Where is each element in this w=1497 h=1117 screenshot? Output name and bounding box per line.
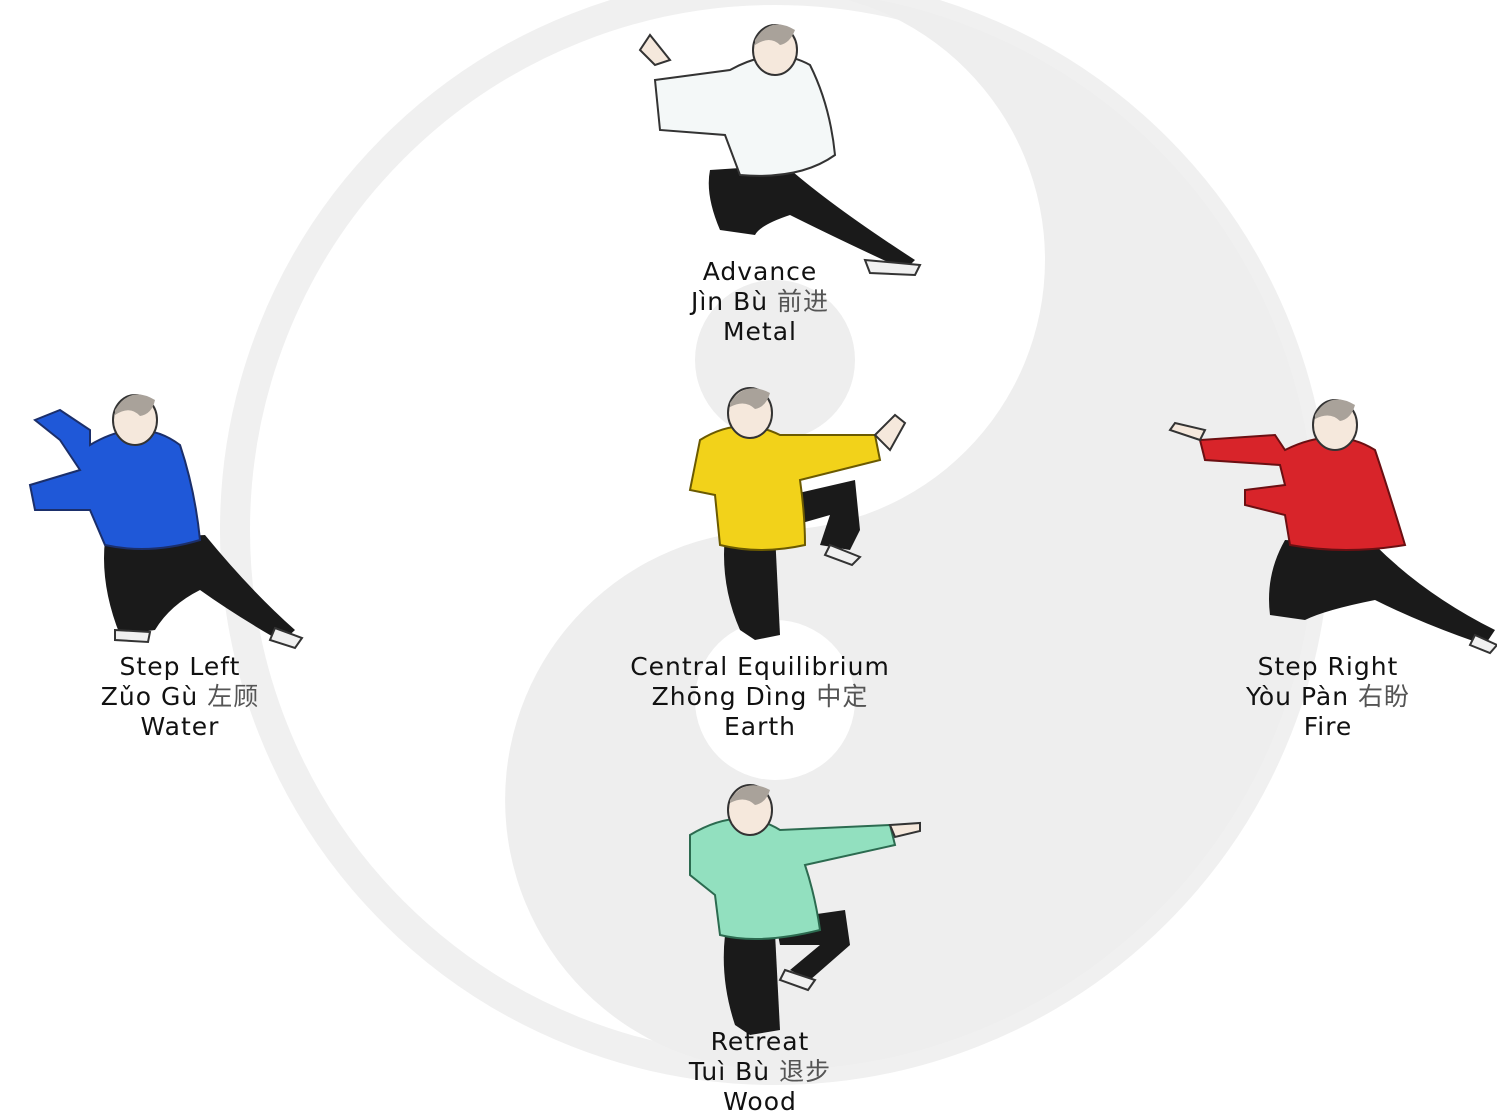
hand: [888, 821, 921, 839]
shoe: [863, 258, 922, 277]
figure-retreat: [689, 784, 921, 1035]
figure-central: [688, 387, 907, 640]
hair: [730, 388, 770, 409]
figure-step-left: [28, 394, 304, 650]
knee: [790, 480, 860, 550]
shoe-left: [114, 628, 152, 644]
hair: [755, 24, 795, 45]
stance-element: Wood: [723, 1087, 797, 1116]
stance-element: Water: [140, 712, 220, 741]
caption-retreat: Retreat Tuì Bù 退步 Wood: [550, 1027, 970, 1117]
shoe: [823, 543, 862, 567]
yin-yang-light-half: [505, 0, 1315, 1070]
hair: [115, 394, 155, 416]
stance-name: Advance: [702, 257, 818, 286]
figure-step-right: [1168, 399, 1497, 655]
hand: [873, 413, 907, 452]
pants: [104, 535, 295, 642]
stance-name: Retreat: [710, 1027, 810, 1056]
stance-pinyin: Zhōng Dìng: [651, 682, 808, 711]
hair: [1315, 399, 1355, 421]
shoe: [778, 968, 817, 992]
hand: [1168, 421, 1207, 442]
stance-pinyin: Jìn Bù: [690, 287, 769, 316]
stance-element: Metal: [722, 317, 798, 346]
stance-element: Earth: [723, 712, 797, 741]
pants: [723, 933, 780, 1035]
caption-central: Central Equilibrium Zhōng Dìng 中定 Earth: [550, 652, 970, 742]
pants: [708, 165, 915, 270]
stance-pinyin: Yòu Pàn: [1245, 682, 1350, 711]
figure-advance: [638, 24, 922, 277]
shoe: [1468, 633, 1497, 655]
stance-hanzi: 右盼: [1358, 682, 1411, 711]
stance-element: Fire: [1303, 712, 1353, 741]
arm: [638, 33, 672, 67]
stance-name: Step Right: [1257, 652, 1399, 681]
shoe: [268, 626, 304, 650]
stance-hanzi: 中定: [816, 682, 869, 711]
stance-pinyin: Tuì Bù: [688, 1057, 771, 1086]
stance-hanzi: 退步: [779, 1057, 832, 1086]
stance-name: Central Equilibrium: [630, 652, 890, 681]
pants: [724, 533, 780, 640]
shirt: [653, 55, 837, 177]
caption-step-left: Step Left Zǔo Gù 左顾 Water: [0, 652, 390, 742]
stance-name: Step Left: [119, 652, 241, 681]
stance-pinyin: Zǔo Gù: [100, 682, 199, 711]
hair: [730, 785, 770, 805]
caption-step-right: Step Right Yòu Pàn 右盼 Fire: [1118, 652, 1497, 742]
caption-advance: Advance Jìn Bù 前进 Metal: [550, 257, 970, 347]
yin-yang-bottom-dot: [695, 620, 855, 780]
stance-hanzi: 左顾: [207, 682, 260, 711]
stance-hanzi: 前进: [777, 287, 830, 316]
pants: [1269, 540, 1495, 645]
